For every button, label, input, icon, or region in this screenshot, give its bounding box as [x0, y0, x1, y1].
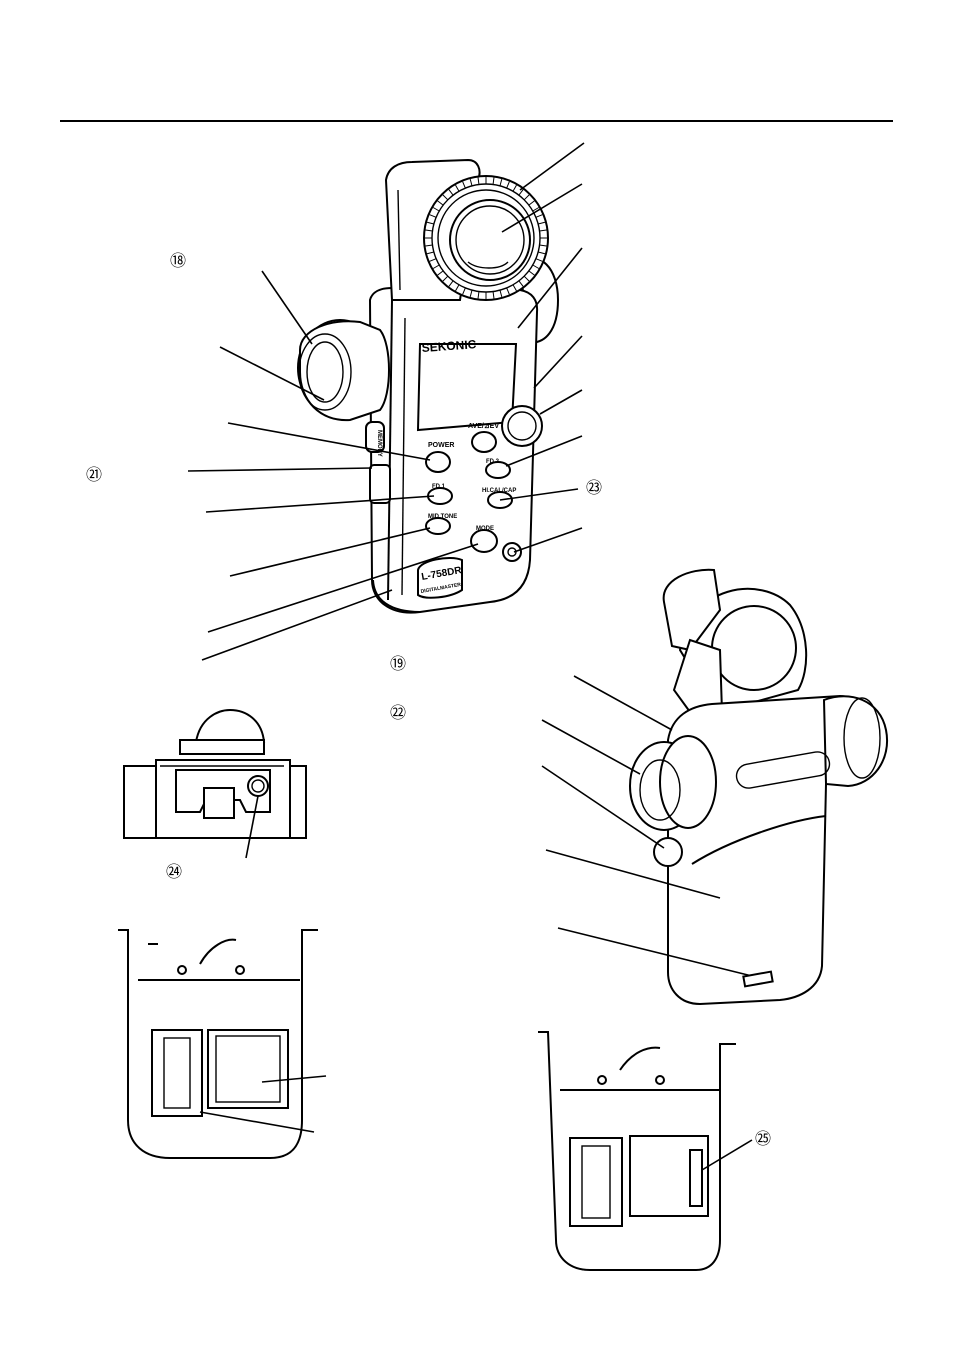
knurl-tick: [492, 177, 495, 185]
knurl-tick: [429, 258, 437, 262]
knurl-tick: [539, 229, 547, 232]
knurl-tick: [462, 287, 466, 295]
hi-cal-button-label: HI.CAL/CAP: [482, 488, 516, 494]
knurl-tick: [535, 258, 543, 262]
meter-back-view-illustration: [541, 568, 889, 1006]
knurl-tick: [477, 291, 480, 299]
callout-24: ㉔: [166, 862, 182, 881]
callout-19: ⑲: [390, 654, 406, 673]
knurl-tick: [432, 207, 440, 212]
battery-compartment-left: [118, 929, 327, 1159]
power-button-label: POWER: [428, 442, 454, 449]
mid-tone-button-label: MID.TONE: [428, 514, 457, 520]
knurl-tick: [432, 264, 440, 269]
knurl-tick: [528, 200, 535, 206]
knurl-tick: [477, 177, 480, 185]
knurl-tick: [532, 264, 540, 269]
knurl-tick: [442, 275, 449, 282]
knurl-tick: [512, 184, 517, 192]
callout-18: ⑱: [170, 251, 186, 270]
lens-ring-knurling: [425, 177, 547, 299]
knurl-tick: [528, 270, 535, 276]
mode-button-label: MODE: [476, 526, 494, 532]
knurl-tick: [512, 284, 517, 292]
memory-side-label: MEMORY: [376, 430, 382, 457]
knurl-tick: [462, 181, 466, 189]
callout-25: ㉕: [755, 1129, 771, 1148]
knurl-tick: [469, 290, 473, 298]
knurl-tick: [523, 194, 530, 201]
knurl-tick: [437, 270, 444, 276]
knurl-tick: [425, 229, 433, 232]
knurl-tick: [426, 221, 434, 225]
knurl-tick: [506, 181, 510, 189]
knurl-tick: [535, 214, 543, 218]
knurl-tick: [518, 189, 524, 196]
meter-front-illustration: SEKONIC POWER AVE/⊿EV FD 2 FD 1 HI.CAL/C…: [297, 158, 560, 614]
knurl-tick: [455, 184, 460, 192]
knurl-tick: [538, 221, 546, 225]
knurl-tick: [469, 178, 473, 186]
knurl-tick: [426, 251, 434, 255]
meter-brand: SEKONIC: [421, 337, 477, 355]
fd1-button-label: FD 1: [432, 484, 446, 490]
knurl-tick: [429, 214, 437, 218]
knurl-tick: [455, 284, 460, 292]
knurl-tick: [506, 287, 510, 295]
battery-compartment-right: [538, 1031, 753, 1271]
ave-ev-button-label: AVE/⊿EV: [468, 423, 499, 430]
callout-23: ㉓: [586, 478, 602, 497]
knurl-tick: [448, 189, 454, 196]
knurl-tick: [425, 244, 433, 247]
knurl-tick: [448, 280, 454, 287]
knurl-tick: [538, 251, 546, 255]
knurl-tick: [518, 280, 524, 287]
front-leader-lines: [187, 142, 585, 661]
knurl-tick: [532, 207, 540, 212]
knurl-tick: [442, 194, 449, 201]
knurl-tick: [492, 291, 495, 299]
meter-top-view-illustration: [123, 708, 307, 859]
knurl-tick: [437, 200, 444, 206]
callout-22: ㉒: [390, 703, 406, 722]
callout-21: ㉑: [86, 465, 102, 484]
fd2-button-label: FD 2: [486, 459, 500, 465]
knurl-tick: [499, 178, 503, 186]
knurl-tick: [499, 290, 503, 298]
knurl-tick: [523, 275, 530, 282]
knurl-tick: [539, 244, 547, 247]
